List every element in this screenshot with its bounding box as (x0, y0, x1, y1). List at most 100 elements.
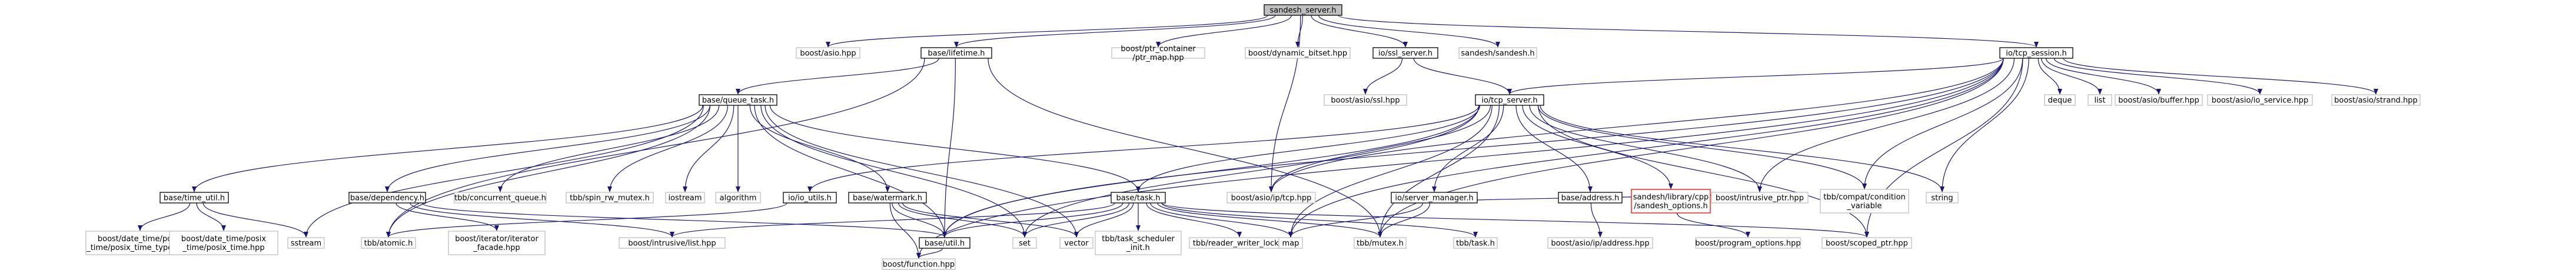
node-label: iostream (668, 194, 702, 203)
node-asio-buffer: boost/asio/buffer.hpp (2115, 94, 2203, 106)
node-label: boost/asio.hpp (800, 49, 856, 58)
node-base-lifetime[interactable]: base/lifetime.h (920, 47, 992, 59)
node-label: /ptr_map.hpp (1132, 54, 1184, 62)
node-box (715, 192, 761, 204)
node-algorithm: algorithm (715, 192, 761, 204)
node-label: base/lifetime.h (928, 49, 985, 58)
edge-sandesh_options-to-program_options (1676, 212, 1750, 238)
node-box (2331, 94, 2421, 106)
edge-tcp_session-to-map (1288, 58, 2004, 238)
node-label: io/tcp_session.h (2006, 49, 2066, 58)
node-box (566, 192, 654, 204)
node-label: tbb/atomic.h (364, 239, 413, 248)
node-queue-task[interactable]: base/queue_task.h (699, 94, 777, 106)
edge-tcp_server-to-base_address (1515, 105, 1593, 192)
node-box (1631, 189, 1711, 214)
edge-base_address-to-ip_address (1590, 202, 1603, 238)
node-tcp-session[interactable]: io/tcp_session.h (1999, 47, 2073, 59)
node-label: sstream (291, 239, 321, 248)
edge-tcp_server-to-string (1540, 105, 1945, 192)
edge-queue_task-to-time_util (192, 105, 703, 192)
node-spin-rw-mutex: tbb/spin_rw_mutex.h (566, 192, 654, 204)
edge-tcp_server-to-intrusive_ptr (1529, 105, 1762, 192)
edge-root-to-base_lifetime (954, 15, 1276, 48)
node-boost-asio-hpp: boost/asio.hpp (796, 47, 860, 59)
edge-tcp_server-to-asio_ip_tcp (1269, 105, 1491, 192)
edge-tcp_server-to-server_manager (1432, 105, 1504, 192)
node-dynamic-bitset: boost/dynamic_bitset.hpp (1245, 47, 1351, 59)
edge-base_lifetime-to-tbb_mutex (988, 58, 1382, 238)
edge-dependency-to-intrusive_list (410, 202, 674, 238)
node-box (169, 231, 278, 255)
node-base-task[interactable]: base/task.h (1111, 192, 1166, 204)
edge-tcp_server-to-base_util (942, 105, 1480, 238)
node-dependency[interactable]: base/dependency.h (348, 192, 426, 204)
node-posix-time: boost/date_time/posix_time/posix_time.hp… (169, 231, 278, 255)
edge-watermark-to-boost_function (889, 202, 921, 259)
node-label: sandesh_server.h (1269, 6, 1336, 15)
node-asio-ip-tcp: boost/asio/ip/tcp.hpp (1226, 192, 1316, 204)
edge-base_task-to-tbb_mutex (1157, 202, 1382, 238)
graph-edges (138, 15, 2378, 259)
node-box (1226, 192, 1316, 204)
node-tbb-mutex: tbb/mutex.h (1354, 237, 1407, 249)
node-tcp-server[interactable]: io/tcp_server.h (1475, 94, 1544, 106)
node-label: sandesh/sandesh.h (1461, 49, 1534, 58)
edge-base_lifetime-to-base_util (942, 58, 956, 238)
edge-root-to-ptr_map (1156, 15, 1292, 48)
node-iterator-facade: boost/iterator/iterator_facade.hpp (448, 231, 546, 255)
node-base-address[interactable]: base/address.h (1558, 192, 1623, 204)
node-intrusive-ptr: boost/intrusive_ptr.hpp (1711, 192, 1809, 204)
node-ssl-server[interactable]: io/ssl_server.h (1372, 47, 1438, 59)
edge-queue_task-to-vector (765, 105, 1079, 238)
node-box (1999, 47, 2073, 59)
node-box (1695, 237, 1801, 249)
edge-queue_task-to-tbb_atomic (386, 105, 711, 238)
node-root[interactable]: sandesh_server.h (1264, 4, 1342, 16)
edge-tcp_session-to-tcp_server (1507, 58, 2004, 95)
edge-base_task-to-tbb_task (1161, 202, 1478, 238)
node-label: base/watermark.h (853, 194, 922, 203)
edge-tcp_session-to-list (2041, 58, 2102, 95)
node-compat-condvar: tbb/compat/condition_variable (1820, 189, 1909, 214)
node-io-utils[interactable]: io/io_utils.h (783, 192, 837, 204)
edge-queue_task-to-spin_rw_mutex (607, 105, 729, 192)
edge-base_task-to-map (1150, 202, 1293, 238)
node-task-scheduler-init: tbb/task_scheduler_init.h (1095, 231, 1182, 255)
edge-tcp_server-to-tbb_mutex (1378, 105, 1500, 238)
edge-io_utils-to-tbb_atomic (386, 202, 787, 238)
node-box (1547, 237, 1653, 249)
edge-queue_task-to-base_task (769, 105, 1141, 192)
node-box (848, 192, 927, 204)
node-label: boost/function.hpp (883, 261, 955, 269)
node-label: boost/asio/strand.hpp (2334, 96, 2418, 105)
edge-queue_task-to-base_util (754, 105, 947, 238)
node-server-manager[interactable]: io/server_manager.h (1391, 192, 1478, 204)
node-base-util[interactable]: base/util.h (919, 237, 970, 249)
edge-queue_task-to-dependency (385, 105, 710, 192)
node-sstream: sstream (287, 237, 325, 249)
node-label: set (1019, 239, 1031, 248)
node-time-util[interactable]: base/time_util.h (159, 192, 229, 204)
edge-tcp_server-to-io_utils (807, 105, 1480, 192)
node-box (1820, 189, 1909, 214)
node-box (1059, 237, 1093, 249)
node-sandesh-options[interactable]: sandesh/library/cpp/sandesh_options.h (1631, 189, 1711, 214)
node-watermark[interactable]: base/watermark.h (848, 192, 927, 204)
edge-server_manager-to-tbb_mutex (1378, 202, 1431, 238)
edge-queue_task-to-concurrent_queue (498, 105, 720, 192)
node-label: boost/intrusive/list.hpp (628, 239, 716, 248)
node-box (1558, 192, 1623, 204)
node-label: tbb/task_scheduler (1102, 235, 1175, 244)
node-asio-ssl: boost/asio/ssl.hpp (1324, 94, 1407, 106)
node-label: _variable (1847, 202, 1882, 211)
node-box (1264, 4, 1342, 16)
edge-tcp_server-to-base_task (1136, 105, 1481, 192)
node-box (348, 192, 426, 204)
edge-tcp_session-to-intrusive_ptr (1757, 58, 2015, 192)
node-label: algorithm (720, 194, 757, 203)
node-label: _time/posix_time_types.hpp (86, 244, 194, 252)
node-box (287, 237, 325, 249)
edge-root-to-sandesh_h (1318, 15, 1500, 48)
node-label: boost/asio/ip/address.hpp (1551, 239, 1649, 248)
